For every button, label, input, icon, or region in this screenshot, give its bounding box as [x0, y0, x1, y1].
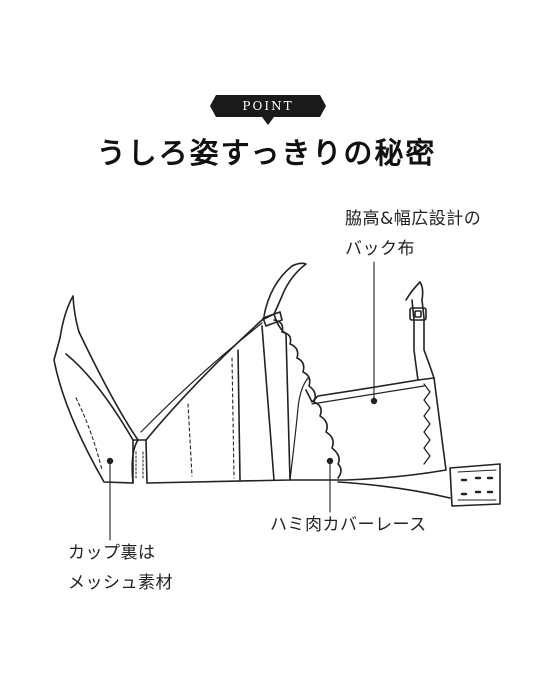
back-band	[289, 377, 447, 481]
point-badge: POINT	[210, 95, 326, 125]
right-cup-seam-stitch	[187, 357, 235, 479]
hook-eye-lines	[460, 476, 494, 496]
strap-adjuster-bar	[414, 310, 422, 318]
headline: うしろ姿すっきりの秘密	[96, 136, 437, 170]
strap-adjuster	[409, 307, 427, 321]
strap-ring	[262, 311, 283, 327]
callout-cup-line2: メッシュ素材	[68, 573, 173, 593]
back-strap	[405, 281, 435, 379]
callout-back-line1: 脇高&幅広設計の	[345, 209, 482, 229]
callout-lace: ハミ肉カバーレース	[270, 510, 427, 540]
left-cup-binding	[65, 353, 134, 441]
hook-eye-frame	[457, 469, 497, 501]
back-band-top	[311, 385, 425, 405]
left-strap	[59, 295, 80, 339]
callout-dot-cup	[106, 457, 114, 465]
right-cup-seam	[237, 349, 241, 481]
center-gore-stitch	[135, 451, 144, 481]
callout-cup: カップ裏は メッシュ素材	[68, 538, 173, 598]
point-badge-text: POINT	[242, 99, 294, 113]
center-gore	[132, 439, 148, 484]
lace-scallop	[273, 319, 342, 479]
back-strap-inner	[411, 299, 419, 381]
lace-inner	[289, 377, 309, 481]
point-badge-shape	[210, 95, 326, 125]
left-cup-inner-stitch	[75, 397, 103, 471]
callout-cup-line1: カップ裏は	[68, 543, 156, 563]
callout-back-line2: バック布	[345, 239, 415, 259]
callout-dot-back	[370, 397, 378, 405]
right-cup-neckline	[140, 322, 263, 433]
back-band-zigzag	[423, 383, 431, 465]
callout-lace-line1: ハミ肉カバーレース	[270, 515, 427, 535]
callout-dot-lace	[326, 457, 334, 465]
right-strap	[263, 262, 307, 317]
back-band-bottom	[337, 481, 451, 499]
callout-back: 脇高&幅広設計の バック布	[345, 204, 481, 264]
right-cup-seam-2	[261, 325, 275, 481]
hook-eye-tab	[449, 463, 501, 507]
